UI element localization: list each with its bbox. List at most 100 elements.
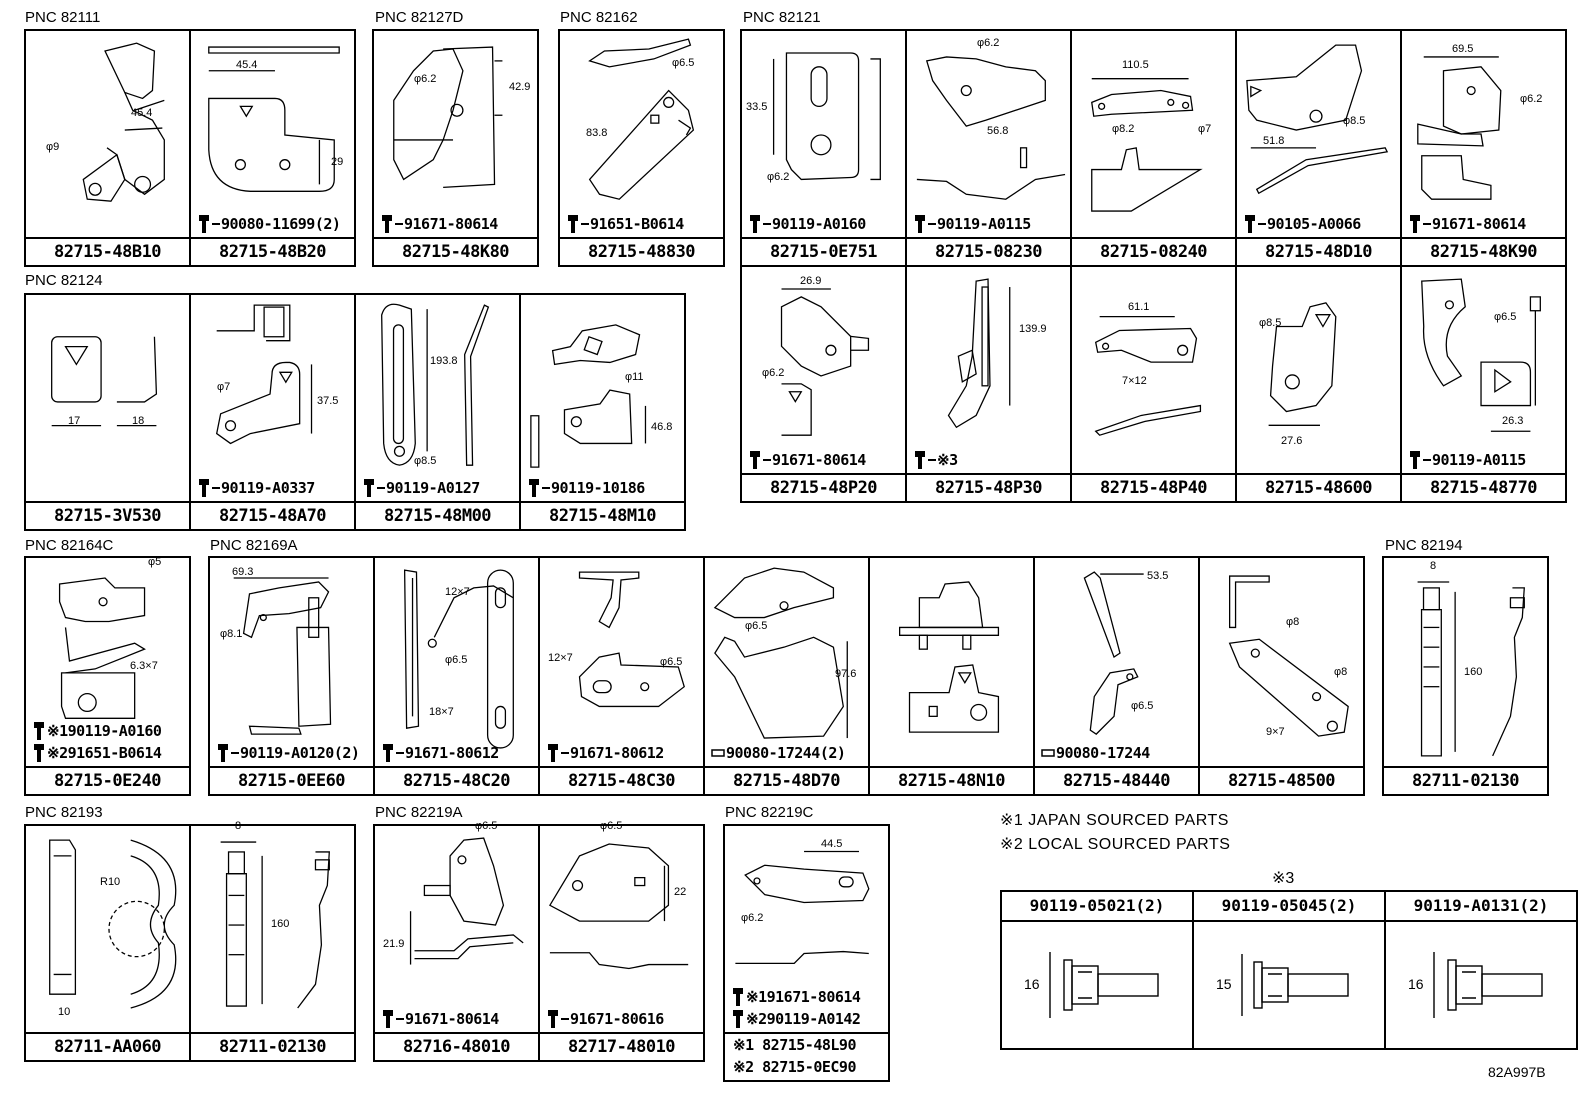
bolt-part-number[interactable]: 90119-A0115 bbox=[937, 215, 1031, 233]
part-number[interactable]: 82715-0E240 bbox=[26, 766, 189, 794]
part-number[interactable]: 82715-08230 bbox=[907, 237, 1070, 265]
part-number[interactable]: 82715-48A70 bbox=[191, 501, 354, 529]
part-number[interactable]: 82715-08240 bbox=[1072, 237, 1235, 265]
bolt-part-number[interactable]: 91671-80614 bbox=[405, 1010, 499, 1028]
bolt-part-number[interactable]: ※3 bbox=[937, 451, 958, 469]
part-cell-82715-48500[interactable]: φ8 φ8 9×7 82715-48500 bbox=[1198, 556, 1365, 796]
bolt-part-number[interactable]: 90080-17244 bbox=[1056, 744, 1150, 762]
part-cell-82715-48C30[interactable]: 12×7 φ6.5 91671-80612 82715-48C30 bbox=[538, 556, 705, 796]
part-number[interactable]: 82711-AA060 bbox=[26, 1032, 189, 1060]
bolt-part-number[interactable]: ※291651-B0614 bbox=[47, 744, 162, 762]
part-number[interactable]: 82715-48M00 bbox=[356, 501, 519, 529]
bolt-part-number[interactable]: 91671-80614 bbox=[1432, 215, 1526, 233]
part-cell-82715-0E240[interactable]: φ5 6.3×7 ※190119-A0160 ※291651-B0614 827… bbox=[24, 556, 191, 796]
bolt-part-number[interactable]: 90119-A0127 bbox=[386, 479, 480, 497]
part-cell-82219C[interactable]: 44.5 φ6.2 ※191671-80614 ※290119-A0142 ※1… bbox=[723, 824, 890, 1082]
bolt-icon bbox=[548, 744, 558, 762]
bolt-part-number[interactable]: ※190119-A0160 bbox=[47, 722, 162, 740]
dimension-label: 18×7 bbox=[429, 706, 454, 718]
part-cell-82715-08230[interactable]: φ6.2 56.8 90119-A0115 82715-08230 bbox=[905, 29, 1072, 267]
dimension-label: 12×7 bbox=[445, 586, 470, 598]
part-number[interactable]: 82715-48P40 bbox=[1072, 473, 1235, 501]
bolt-part-number[interactable]: 91671-80612 bbox=[570, 744, 664, 762]
bolt-part-number[interactable]: 91671-80612 bbox=[405, 744, 499, 762]
part-cell-82715-3V530[interactable]: 17 18 82715-3V530 bbox=[24, 293, 191, 531]
part-cell-82715-48K90[interactable]: 69.5 φ6.2 91671-80614 82715-48K90 bbox=[1400, 29, 1567, 267]
part-cell-82711-02130[interactable]: 8 160 82711-02130 bbox=[189, 820, 356, 1062]
part-number[interactable]: 82711-02130 bbox=[1384, 766, 1547, 794]
part-number[interactable]: 82715-48600 bbox=[1237, 473, 1400, 501]
part-number[interactable]: 82717-48010 bbox=[540, 1032, 703, 1060]
part-number[interactable]: ※1 82715-48L90 bbox=[733, 1036, 856, 1054]
bolt-part-number[interactable]: 90105-A0066 bbox=[1267, 215, 1361, 233]
legend-part-number[interactable]: 90119-05021(2) bbox=[1002, 892, 1192, 922]
dimension-label: 9×7 bbox=[1266, 726, 1285, 738]
bolt-callout: 90119-A0127 bbox=[362, 477, 480, 499]
part-cell-82715-48D70[interactable]: φ6.5 97.6 90080-17244(2) 82715-48D70 bbox=[703, 556, 870, 796]
part-cell-82711-AA060[interactable]: R10 10 82711-AA060 bbox=[24, 824, 191, 1062]
part-cell-82715-48N10[interactable]: 82715-48N10 bbox=[868, 556, 1035, 796]
part-cell-82715-48830[interactable]: φ6.5 83.8 91651-B0614 82715-48830 bbox=[558, 29, 725, 267]
part-cell-82716-48010[interactable]: φ6.5 21.9 91671-80614 82716-48010 bbox=[373, 820, 540, 1062]
part-cell-82715-48M00[interactable]: 193.8 φ8.5 90119-A0127 82715-48M00 bbox=[354, 293, 521, 531]
bolt-part-number[interactable]: 90119-10186 bbox=[551, 479, 645, 497]
part-number[interactable]: 82715-48B10 bbox=[26, 237, 189, 265]
bolt-part-number[interactable]: 91671-80614 bbox=[772, 451, 866, 469]
part-number[interactable]: 82715-48440 bbox=[1035, 766, 1198, 794]
part-cell-82715-48K80[interactable]: φ6.2 42.9 91671-80614 82715-48K80 bbox=[372, 29, 539, 267]
part-cell-82715-48P20[interactable]: 26.9 φ6.2 91671-80614 82715-48P20 bbox=[740, 265, 907, 503]
part-number[interactable]: 82715-48500 bbox=[1200, 766, 1363, 794]
part-cell-82715-0E751[interactable]: 33.5 φ6.2 90119-A0160 82715-0E751 bbox=[740, 29, 907, 267]
part-number[interactable]: 82715-48P20 bbox=[742, 473, 905, 501]
part-number[interactable]: 82715-48770 bbox=[1402, 473, 1565, 501]
bolt-part-number[interactable]: 90080-11699(2) bbox=[221, 215, 341, 233]
part-number[interactable]: 82715-48P30 bbox=[907, 473, 1070, 501]
part-cell-82715-48D10[interactable]: 51.8 φ8.5 90105-A0066 82715-48D10 bbox=[1235, 29, 1402, 267]
part-cell-82715-48P30[interactable]: 139.9 ※3 82715-48P30 bbox=[905, 265, 1072, 503]
group-title: PNC 82164C bbox=[25, 537, 114, 554]
bolt-part-number[interactable]: 90119-A0115 bbox=[1432, 451, 1526, 469]
part-cell-82715-48B10[interactable]: φ9 45.4 82715-48B10 bbox=[24, 29, 191, 267]
bolt-part-number[interactable]: 90119-A0160 bbox=[772, 215, 866, 233]
part-number[interactable]: 82716-48010 bbox=[375, 1032, 538, 1060]
part-number[interactable]: 82715-48K80 bbox=[374, 237, 537, 265]
bolt-part-number[interactable]: 91671-80616 bbox=[570, 1010, 664, 1028]
bolt-part-number[interactable]: 90119-A0120(2) bbox=[240, 744, 360, 762]
part-cell-82715-48C20[interactable]: 12×7 φ6.5 18×7 91671-80612 82715-48C20 bbox=[373, 556, 540, 796]
bolt-part-number[interactable]: 90119-A0337 bbox=[221, 479, 315, 497]
part-number[interactable]: 82715-0EE60 bbox=[210, 766, 373, 794]
part-cell-82715-48440[interactable]: 53.5 φ6.5 90080-17244 82715-48440 bbox=[1033, 556, 1200, 796]
part-number[interactable]: 82715-48B20 bbox=[191, 237, 354, 265]
part-cell-82715-48B20[interactable]: 45.4 29 90080-11699(2) 82715-48B20 bbox=[189, 29, 356, 267]
part-cell-82715-48770[interactable]: φ6.5 26.3 90119-A0115 82715-48770 bbox=[1400, 265, 1567, 503]
part-cell-82711-02130[interactable]: 8 160 82711-02130 bbox=[1382, 556, 1549, 796]
part-number[interactable]: 82715-3V530 bbox=[26, 501, 189, 529]
dimension-label: 37.5 bbox=[317, 395, 339, 407]
part-number[interactable]: 82715-48N10 bbox=[870, 766, 1033, 794]
legend-part-number[interactable]: 90119-05045(2) bbox=[1194, 892, 1384, 922]
part-cell-82715-48600[interactable]: φ8.5 27.6 82715-48600 bbox=[1235, 265, 1402, 503]
bolt-callout: 90119-A0337 bbox=[197, 477, 315, 499]
part-number[interactable]: 82715-48M10 bbox=[521, 501, 684, 529]
part-cell-82715-0EE60[interactable]: 69.3 φ8.1 90119-A0120(2) 82715-0EE60 bbox=[208, 556, 375, 796]
part-number[interactable]: 82715-48D70 bbox=[705, 766, 868, 794]
part-number[interactable]: 82715-48C20 bbox=[375, 766, 538, 794]
part-number[interactable]: 82711-02130 bbox=[191, 1032, 354, 1060]
part-number[interactable]: 82715-48C30 bbox=[540, 766, 703, 794]
bolt-part-number[interactable]: ※191671-80614 bbox=[746, 988, 861, 1006]
part-number[interactable]: 82715-48K90 bbox=[1402, 237, 1565, 265]
part-cell-82715-08240[interactable]: 110.5 φ8.2 φ7 82715-08240 bbox=[1070, 29, 1237, 267]
part-cell-82715-48P40[interactable]: 61.1 7×12 82715-48P40 bbox=[1070, 265, 1237, 503]
part-cell-82717-48010[interactable]: φ6.5 22 91671-80616 82717-48010 bbox=[538, 820, 705, 1062]
bolt-part-number[interactable]: 90080-17244(2) bbox=[726, 744, 846, 762]
part-number[interactable]: 82715-0E751 bbox=[742, 237, 905, 265]
bolt-part-number[interactable]: 91651-B0614 bbox=[590, 215, 684, 233]
legend-part-number[interactable]: 90119-A0131(2) bbox=[1386, 892, 1576, 922]
part-number[interactable]: 82715-48D10 bbox=[1237, 237, 1400, 265]
bolt-part-number[interactable]: ※290119-A0142 bbox=[746, 1010, 861, 1028]
part-number[interactable]: 82715-48830 bbox=[560, 237, 723, 265]
part-cell-82715-48A70[interactable]: φ7 37.5 90119-A0337 82715-48A70 bbox=[189, 293, 356, 531]
part-number[interactable]: ※2 82715-0EC90 bbox=[733, 1058, 856, 1076]
part-cell-82715-48M10[interactable]: φ11 46.8 90119-10186 82715-48M10 bbox=[519, 293, 686, 531]
bolt-part-number[interactable]: 91671-80614 bbox=[404, 215, 498, 233]
